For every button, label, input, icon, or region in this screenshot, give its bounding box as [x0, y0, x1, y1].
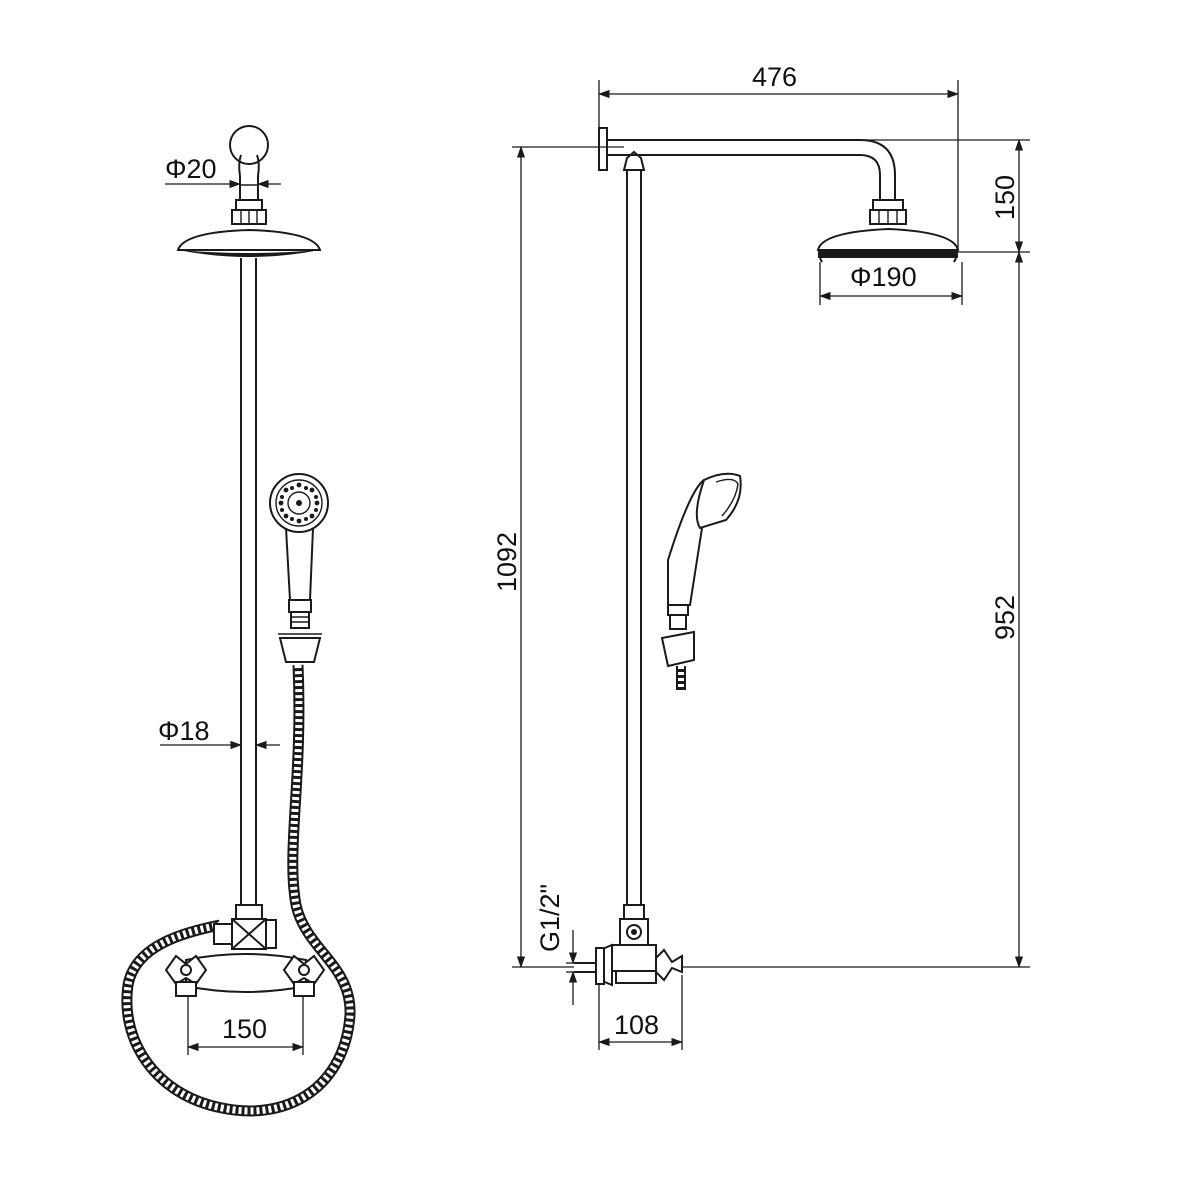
arm-drop-label: 150	[990, 175, 1020, 220]
hand-shower-holder	[278, 633, 322, 663]
dim-handle-spacing: 150	[186, 996, 305, 1055]
mixer-side	[574, 904, 683, 987]
rain-shower-head-front	[176, 228, 322, 257]
riser-diameter-label: Φ18	[158, 716, 210, 746]
riser-pipe-side	[626, 170, 642, 905]
top-elbow-joint	[607, 139, 650, 171]
shower-arm	[650, 139, 896, 200]
dim-arm-drop: 150	[650, 138, 1030, 254]
inlet-thread-label: G1/2"	[535, 884, 565, 952]
mixer-projection-label: 108	[614, 1010, 659, 1040]
dim-inlet-thread: G1/2"	[535, 884, 578, 1005]
right-cross-handle	[282, 954, 326, 997]
hand-shower-holder-side	[660, 630, 695, 668]
mixer-to-head-label: 952	[990, 595, 1020, 640]
head-connector-nut	[231, 199, 267, 225]
overall-width-label: 476	[752, 62, 797, 92]
left-cross-handle	[164, 954, 208, 997]
handle-spacing-label: 150	[222, 1014, 267, 1044]
dim-total-height: 1092	[492, 145, 624, 969]
riser-pipe	[240, 258, 257, 905]
dim-mixer-to-head: 952	[682, 250, 1030, 969]
thermostatic-mixer-front	[164, 953, 326, 997]
side-view: 476 150 Φ190 1092 952	[492, 62, 1030, 1050]
flexible-hose-front	[121, 664, 356, 1117]
dim-overall-width: 476	[597, 62, 960, 250]
rain-shower-head-side	[816, 227, 960, 263]
dim-mixer-projection: 108	[597, 975, 684, 1050]
dim-head-diameter: Φ190	[818, 262, 964, 305]
head-diameter-label: Φ190	[850, 262, 917, 292]
total-height-label: 1092	[492, 532, 522, 592]
top-wall-flange	[229, 125, 269, 200]
front-view: Φ20 Φ18 150	[121, 125, 356, 1117]
diverter-valve	[213, 904, 277, 950]
hand-shower-side	[667, 472, 742, 630]
dim-top-pipe-diameter: Φ20	[165, 154, 281, 189]
wall-flange-side	[598, 127, 608, 171]
side-head-nut	[869, 199, 907, 225]
top-pipe-diameter-label: Φ20	[165, 154, 217, 184]
hand-shower-front	[269, 473, 329, 629]
dim-riser-diameter: Φ18	[158, 716, 280, 750]
